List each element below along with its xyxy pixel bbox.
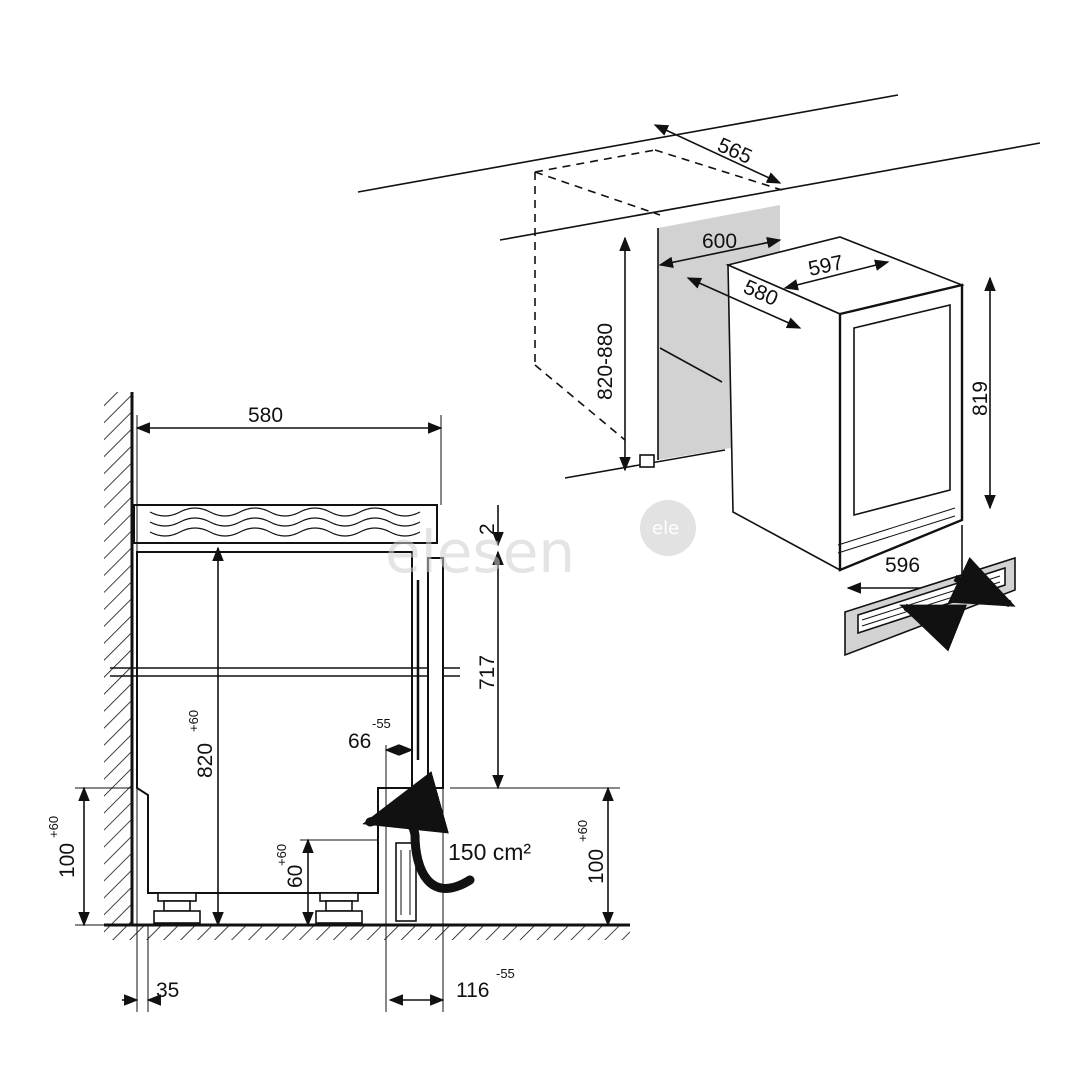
niche-outline: [534, 149, 783, 441]
watermark-logo: elesen ele: [385, 500, 696, 586]
label-front-offset-tol: -55: [496, 966, 515, 981]
label-niche-width: 600: [702, 230, 737, 253]
watermark-text: elesen: [385, 518, 575, 586]
label-depth: 580: [248, 404, 283, 427]
side-labels: 580 2 717 820 +60 66 -55 100 +60 100 +60…: [46, 404, 608, 1002]
worktop: [133, 504, 438, 544]
isometric-view: [357, 94, 1041, 657]
label-niche-height: 820-880: [594, 323, 617, 400]
airflow-out-arrow: [947, 556, 1016, 608]
label-wall-offset: 35: [156, 979, 179, 1002]
appliance-side: [727, 263, 841, 572]
label-niche-height-tol: +60: [186, 710, 201, 732]
label-door-gap-tol: -55: [372, 716, 391, 731]
label-vent-area: 150 cm²: [448, 839, 531, 865]
air-path-arrow: [362, 771, 475, 893]
label-depth-top: 565: [714, 134, 755, 169]
label-left-plinth: 100: [56, 843, 79, 878]
label-feet-height: 60: [284, 865, 307, 888]
label-plinth-width: 596: [885, 554, 920, 577]
label-left-plinth-tol: +60: [46, 816, 61, 838]
appliance-front: [838, 283, 964, 572]
worktop-front-edge: [499, 142, 1041, 241]
label-door-gap: 66: [348, 730, 371, 753]
door-glass: [853, 303, 951, 517]
feet: [153, 892, 363, 924]
label-right-plinth: 100: [585, 849, 608, 884]
label-front-offset: 116: [456, 979, 489, 1002]
worktop-back-edge: [357, 94, 899, 193]
label-right-plinth-tol: +60: [575, 820, 590, 842]
door: [427, 557, 444, 789]
side-view: [75, 392, 630, 1012]
airflow-in-arrow: [899, 603, 968, 652]
label-feet-height-tol: +60: [274, 844, 289, 866]
foot-icon: [639, 454, 655, 468]
label-door-height: 717: [476, 655, 499, 690]
label-appliance-height: 819: [969, 381, 992, 416]
watermark-badge: ele: [652, 518, 679, 539]
appliance-body: [136, 551, 413, 894]
label-niche-height: 820: [194, 743, 217, 778]
label-top-gap: 2: [476, 523, 499, 535]
